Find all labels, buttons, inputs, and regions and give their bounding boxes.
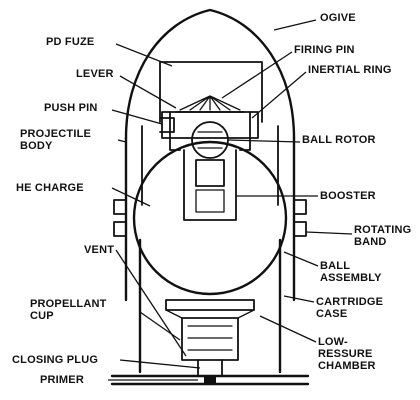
- fuze-mechanism-block: [161, 111, 259, 139]
- label-booster: BOOSTER: [320, 190, 376, 202]
- label-projectile-body: PROJECTILE BODY: [20, 128, 92, 152]
- he-charge-ball: [132, 140, 288, 296]
- label-push-pin: PUSH PIN: [44, 102, 98, 114]
- label-vent: VENT: [84, 244, 115, 256]
- inertial-ring-right: [239, 111, 251, 151]
- label-rotating-band: ROTATING BAND: [354, 224, 412, 248]
- lever-fan: [179, 95, 241, 111]
- primer: [204, 376, 216, 384]
- propellant-cup: [181, 317, 239, 361]
- booster-inner: [195, 189, 225, 213]
- label-firing-pin: FIRING PIN: [294, 44, 355, 56]
- rotating-band-left-bot: [113, 221, 127, 237]
- label-ogive: OGIVE: [320, 12, 356, 24]
- low-pressure-chamber: [165, 299, 255, 311]
- rotating-band-right-bot: [293, 221, 307, 237]
- ogive-outline: [124, 8, 296, 140]
- label-low-pressure-chamber: LOW- RESSURE CHAMBER: [318, 336, 376, 372]
- label-propellant-cup: PROPELLANT CUP: [30, 298, 107, 322]
- label-closing-plug: CLOSING PLUG: [12, 354, 99, 366]
- label-pd-fuze: PD FUZE: [46, 36, 95, 48]
- rotating-band-left-top: [113, 199, 127, 215]
- label-he-charge: HE CHARGE: [16, 182, 84, 194]
- closing-plug: [197, 359, 223, 377]
- booster-core: [195, 159, 225, 187]
- ball-rotor-inner: [197, 131, 223, 149]
- leader-lines: [108, 19, 353, 381]
- fuze-housing: [159, 61, 263, 123]
- label-inertial-ring: INERTIAL RING: [308, 64, 392, 76]
- push-pin-block: [159, 117, 175, 133]
- booster-housing: [183, 149, 237, 221]
- rotating-band-right-top: [293, 199, 307, 215]
- label-ball-assembly: BALL ASSEMBLY: [320, 260, 382, 284]
- vent-lines: [165, 309, 255, 319]
- ball-rotor: [191, 121, 229, 159]
- propellant-cup-inner: [187, 325, 233, 351]
- label-cartridge-case: CARTRIDGE CASE: [316, 296, 384, 320]
- label-primer: PRIMER: [40, 374, 84, 386]
- label-ball-rotor: BALL ROTOR: [302, 134, 376, 146]
- label-lever: LEVER: [76, 68, 114, 80]
